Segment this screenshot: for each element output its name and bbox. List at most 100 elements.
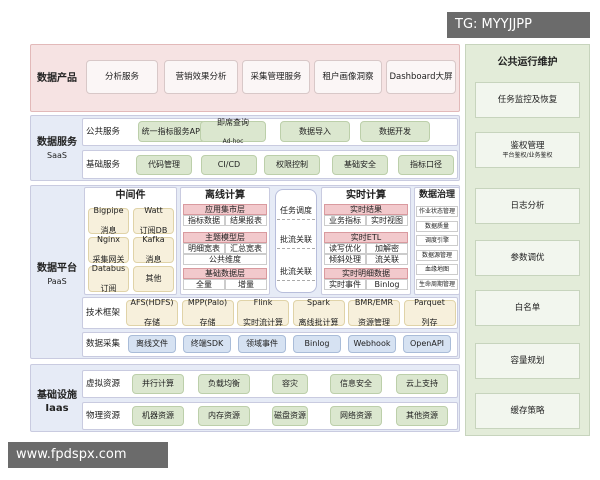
middleware-name: Databus bbox=[91, 264, 126, 273]
ops-item-label: 白名单 bbox=[514, 302, 541, 313]
watermark-bottom: www.fpdspx.com bbox=[8, 442, 168, 468]
physical-resource-item[interactable]: 内存资源 bbox=[198, 406, 250, 426]
ops-item[interactable]: 日志分析 bbox=[475, 188, 580, 224]
virtual-resource-item[interactable]: 负载均衡 bbox=[198, 374, 250, 394]
ops-item-label: 鉴权管理 bbox=[510, 141, 545, 151]
framework-desc: 实时流计算 bbox=[243, 318, 283, 327]
middleware-item[interactable]: Watt 订阅DB bbox=[133, 206, 174, 235]
product-item[interactable]: 营销效果分析 bbox=[164, 60, 238, 94]
governance-item[interactable]: 生命周期管理 bbox=[416, 278, 458, 290]
public-service-item[interactable]: 数据开发 bbox=[360, 121, 430, 142]
ops-item-label: 容量规划 bbox=[510, 355, 545, 366]
governance-item[interactable]: 数据质量 bbox=[416, 220, 458, 232]
ops-item[interactable]: 参数调优 bbox=[475, 240, 580, 276]
physical-resource-item[interactable]: 磁盘资源 bbox=[272, 406, 308, 426]
realtime-cell: 流关联 bbox=[366, 254, 408, 265]
middleware-item[interactable]: Kafka 消息 bbox=[133, 235, 174, 264]
virtual-resource-item[interactable]: 容灾 bbox=[272, 374, 308, 394]
framework-name: AFS(HDFS) bbox=[130, 298, 174, 307]
virtual-label: 虚拟资源 bbox=[86, 379, 121, 389]
base-service-item[interactable]: 权限控制 bbox=[264, 155, 320, 175]
offline-layer-title: 应用集市层 bbox=[183, 204, 267, 215]
base-service-item[interactable]: 基础安全 bbox=[332, 155, 388, 175]
collect-item[interactable]: 领域事件 bbox=[238, 335, 286, 353]
middleware-desc: 订阅DB bbox=[139, 226, 168, 235]
product-item[interactable]: 采集管理服务 bbox=[242, 60, 310, 94]
framework-label: 技术框架 bbox=[86, 308, 121, 318]
paas-sub: PaaS bbox=[47, 277, 67, 286]
base-service-item[interactable]: 代码管理 bbox=[136, 155, 192, 175]
virtual-resource-item[interactable]: 并行计算 bbox=[132, 374, 184, 394]
framework-name: Spark bbox=[307, 298, 330, 307]
data-product-label: 数据产品 bbox=[37, 73, 77, 84]
ops-item[interactable]: 容量规划 bbox=[475, 343, 580, 379]
public-service-item[interactable]: 数据导入 bbox=[280, 121, 350, 142]
collect-item[interactable]: 终端SDK bbox=[183, 335, 231, 353]
saas-title: 数据服务 bbox=[37, 137, 77, 148]
offline-cell: 明细宽表 bbox=[183, 243, 225, 254]
offline-cell: 汇总宽表 bbox=[225, 243, 267, 254]
collect-label: 数据采集 bbox=[86, 339, 121, 349]
base-service-item[interactable]: 指标口径 bbox=[398, 155, 454, 175]
offline-cell: 增量 bbox=[225, 279, 267, 290]
middleware-name: Watt bbox=[144, 206, 163, 215]
product-item[interactable]: Dashboard大屏 bbox=[386, 60, 456, 94]
product-item[interactable]: 分析服务 bbox=[86, 60, 158, 94]
ops-item[interactable]: 缓存策略 bbox=[475, 393, 580, 429]
watermark-top: TG: MYYJJPP bbox=[447, 12, 590, 38]
realtime-cell: 实时视图 bbox=[366, 215, 408, 226]
realtime-layer-title: 实时结果 bbox=[324, 204, 408, 215]
collect-item[interactable]: Webhook bbox=[348, 335, 396, 353]
base-service-label: 基础服务 bbox=[86, 160, 121, 170]
public-service-item[interactable]: 统一指标服务API bbox=[138, 121, 206, 142]
governance-item[interactable]: 数据源管理 bbox=[416, 249, 458, 261]
ops-item[interactable]: 鉴权管理平台鉴权/业务鉴权 bbox=[475, 132, 580, 168]
realtime-cell: 实时事件 bbox=[324, 279, 366, 290]
ops-item[interactable]: 白名单 bbox=[475, 290, 580, 326]
schedule-item: 批流关联 bbox=[277, 266, 315, 281]
framework-item: BMR/EMR 资源管理 bbox=[348, 298, 400, 327]
collect-item[interactable]: 离线文件 bbox=[128, 335, 176, 353]
base-service-item[interactable]: CI/CD bbox=[201, 155, 257, 175]
framework-item: Flink 实时流计算 bbox=[237, 298, 289, 327]
ops-item[interactable]: 任务监控及恢复 bbox=[475, 82, 580, 118]
governance-item[interactable]: 作业状态管理 bbox=[416, 206, 458, 217]
product-item[interactable]: 租户画像洞察 bbox=[314, 60, 382, 94]
offline-cell: 结果报表 bbox=[225, 215, 267, 226]
middleware-item[interactable]: 其他 bbox=[133, 266, 174, 292]
framework-name: BMR/EMR bbox=[354, 298, 394, 307]
schedule-item: 任务调度 bbox=[277, 205, 315, 220]
saas-sub: SaaS bbox=[47, 151, 67, 160]
physical-resource-item[interactable]: 机器资源 bbox=[132, 406, 184, 426]
offline-cell: 指标数据 bbox=[183, 215, 225, 226]
middleware-desc: 采集网关 bbox=[92, 255, 125, 264]
middleware-name: Kafka bbox=[142, 235, 165, 244]
realtime-title: 实时计算 bbox=[346, 190, 386, 201]
physical-resource-item[interactable]: 其他资源 bbox=[396, 406, 448, 426]
middleware-desc: 消息 bbox=[145, 255, 162, 264]
framework-name: Flink bbox=[253, 298, 273, 307]
framework-desc: 存储 bbox=[144, 318, 160, 327]
schedule-item: 批流关联 bbox=[277, 234, 315, 249]
virtual-resource-item[interactable]: 云上支持 bbox=[396, 374, 448, 394]
governance-item[interactable]: 调度引擎 bbox=[416, 235, 458, 246]
framework-name: MPP(Palo) bbox=[187, 298, 228, 307]
framework-desc: 资源管理 bbox=[358, 318, 390, 327]
offline-cell: 全量 bbox=[183, 279, 225, 290]
schedule-panel bbox=[275, 189, 317, 293]
governance-item[interactable]: 血缘地图 bbox=[416, 264, 458, 275]
middleware-name: Bigpipe bbox=[93, 206, 124, 215]
virtual-resource-item[interactable]: 信息安全 bbox=[330, 374, 382, 394]
collect-item[interactable]: OpenAPI bbox=[403, 335, 451, 353]
public-service-label: 公共服务 bbox=[86, 127, 121, 137]
framework-desc: 列存 bbox=[421, 318, 438, 327]
physical-resource-item[interactable]: 网络资源 bbox=[330, 406, 382, 426]
collect-item[interactable]: Binlog bbox=[293, 335, 341, 353]
framework-desc: 离线批计算 bbox=[298, 318, 339, 327]
